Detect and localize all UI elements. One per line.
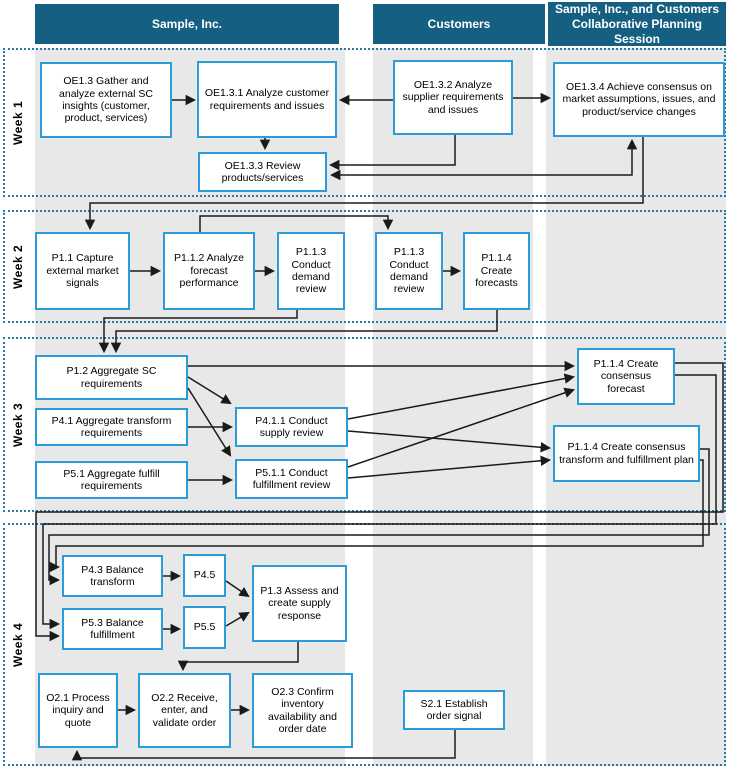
box-consensus-forecast: P1.1.4 Create consensus forecast: [577, 348, 675, 405]
week2-label: Week 2: [11, 244, 25, 289]
box-p1-1-2: P1.1.2 Analyze forecast performance: [163, 232, 255, 310]
box-o2-3: O2.3 Confirm inventory availability and …: [252, 673, 353, 748]
box-oe1-3: OE1.3 Gather and analyze external SC ins…: [40, 62, 172, 138]
box-p5-1: P5.1 Aggregate fulfill requirements: [35, 461, 188, 499]
box-p5-1-1: P5.1.1 Conduct fulfillment review: [235, 459, 348, 499]
box-oe1-3-1: OE1.3.1 Analyze customer requirements an…: [197, 61, 337, 138]
week1-label: Week 1: [11, 100, 25, 145]
box-s2-1: S2.1 Establish order signal: [403, 690, 505, 730]
box-oe1-3-2: OE1.3.2 Analyze supplier requirements an…: [393, 60, 513, 135]
header-sample-inc: Sample, Inc.: [35, 4, 339, 44]
box-p1-2: P1.2 Aggregate SC requirements: [35, 355, 188, 400]
box-p5-5: P5.5: [183, 606, 226, 649]
box-p1-1-3-customers: P1.1.3 Conduct demand review: [375, 232, 443, 310]
week4-label: Week 4: [11, 622, 25, 667]
box-p4-1-1: P4.1.1 Conduct supply review: [235, 407, 348, 447]
header-collaborative-session: Sample, Inc., and Customers Collaborativ…: [548, 2, 726, 46]
box-p1-1-3-sample: P1.1.3 Conduct demand review: [277, 232, 345, 310]
box-p4-5: P4.5: [183, 554, 226, 597]
box-p1-1: P1.1 Capture external market signals: [35, 232, 130, 310]
box-p1-1-4-create-forecasts: P1.1.4 Create forecasts: [463, 232, 530, 310]
week3-label: Week 3: [11, 402, 25, 447]
box-oe1-3-4: OE1.3.4 Achieve consensus on market assu…: [553, 62, 725, 137]
box-consensus-plan: P1.1.4 Create consensus transform and fu…: [553, 425, 700, 482]
box-o2-1: O2.1 Process inquiry and quote: [38, 673, 118, 748]
box-oe1-3-3: OE1.3.3 Review products/services: [198, 152, 327, 192]
header-customers: Customers: [373, 4, 545, 44]
box-o2-2: O2.2 Receive, enter, and validate order: [138, 673, 231, 748]
box-p4-3: P4.3 Balance transform: [62, 555, 163, 597]
box-p4-1: P4.1 Aggregate transform requirements: [35, 408, 188, 446]
box-p5-3: P5.3 Balance fulfillment: [62, 608, 163, 650]
box-p1-3: P1.3 Assess and create supply response: [252, 565, 347, 642]
